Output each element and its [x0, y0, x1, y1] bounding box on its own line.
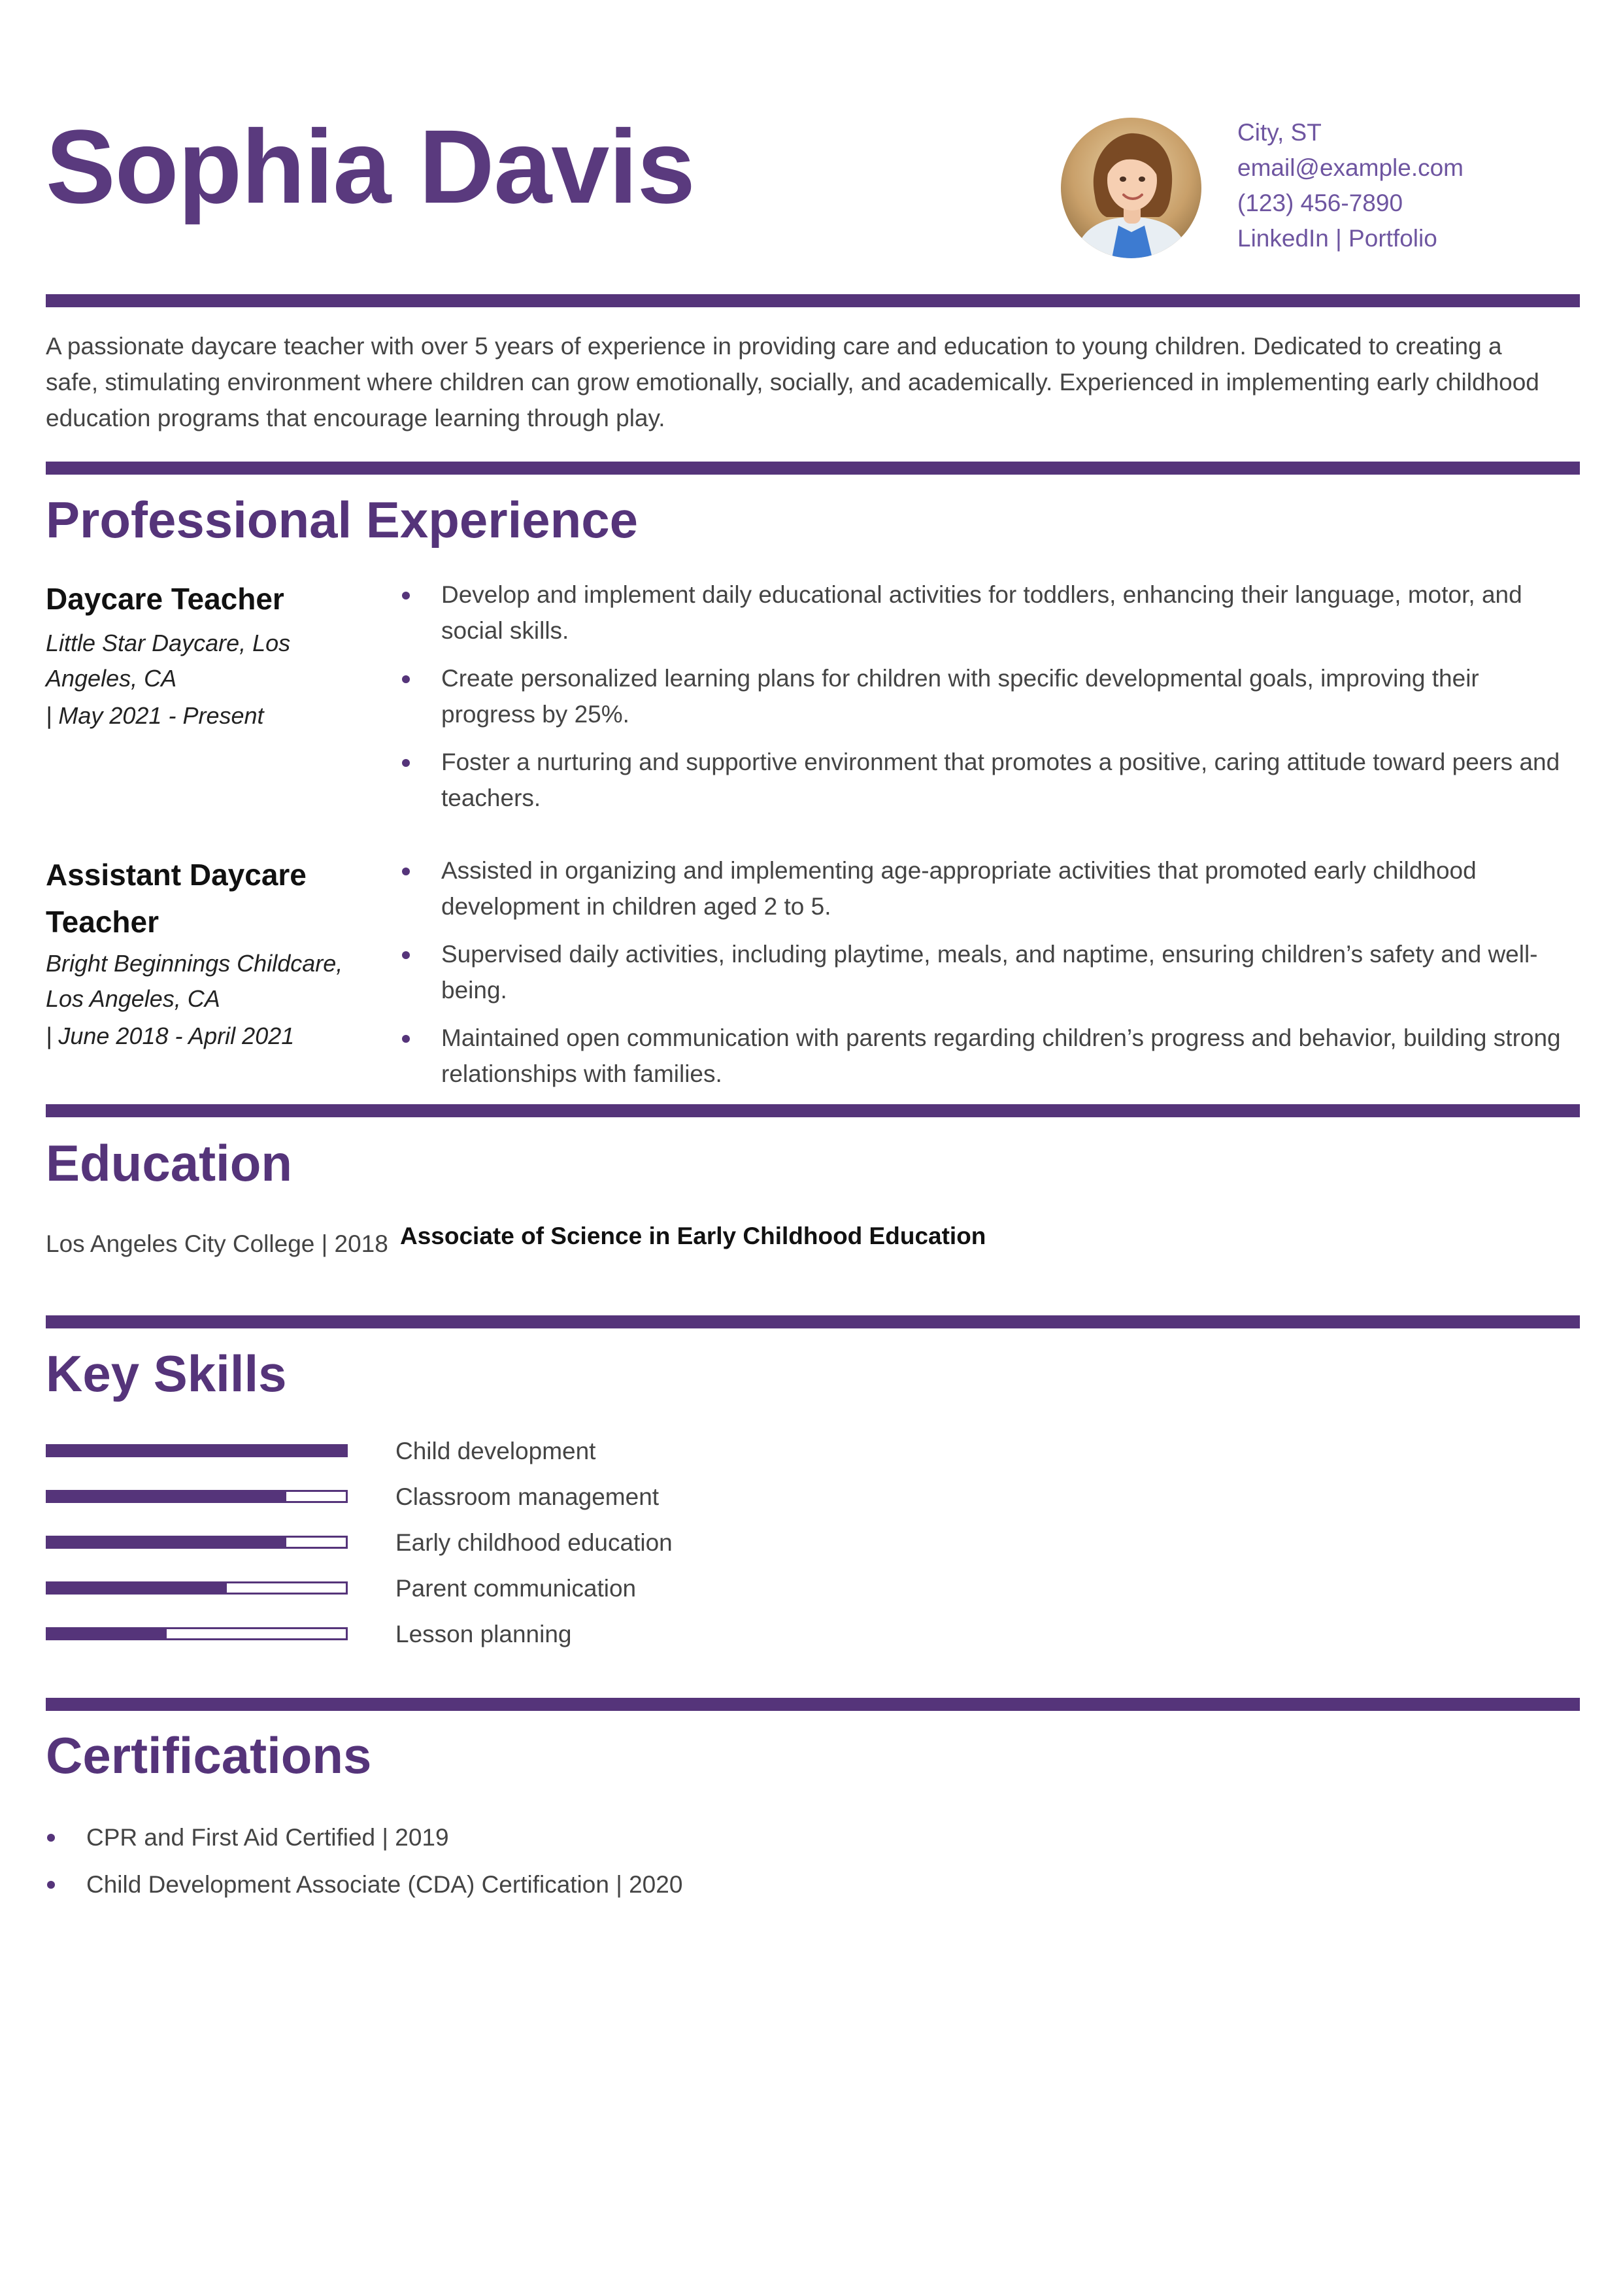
skill-label: Classroom management	[395, 1483, 660, 1510]
skill-level-fill	[48, 1492, 286, 1501]
education-school: Los Angeles City College | 2018	[46, 1230, 388, 1257]
bullet-icon	[402, 868, 410, 875]
job-company: Little Star Daycare, Los Angeles, CA	[46, 630, 291, 692]
skill-level-bar	[46, 1536, 348, 1549]
bullet-icon	[402, 759, 410, 767]
job-company: Bright Beginnings Childcare, Los Angeles…	[46, 950, 343, 1012]
skill-level-bar	[46, 1627, 348, 1640]
job-title: Daycare Teacher	[46, 582, 284, 616]
job-dates: | June 2018 - April 2021	[46, 1022, 295, 1049]
certification-item: CPR and First Aid Certified | 2019	[46, 1814, 682, 1861]
experience-divider	[46, 1104, 1580, 1117]
job-bullets: Develop and implement daily educational …	[395, 577, 1572, 816]
education-degree: Associate of Science in Early Childhood …	[400, 1223, 986, 1249]
skills-heading: Key Skills	[46, 1345, 287, 1402]
bullet-icon	[402, 592, 410, 599]
skill-row: Early childhood education	[46, 1525, 830, 1561]
skill-label: Early childhood education	[395, 1529, 673, 1556]
summary-text: A passionate daycare teacher with over 5…	[46, 333, 1539, 431]
profile-photo	[1061, 118, 1201, 258]
contact-email[interactable]: email@example.com	[1237, 154, 1464, 181]
job-bullet: Foster a nurturing and supportive enviro…	[395, 744, 1572, 816]
contact-links[interactable]: LinkedIn | Portfolio	[1237, 225, 1437, 252]
candidate-name: Sophia Davis	[46, 108, 695, 225]
education-heading: Education	[46, 1134, 293, 1192]
job-bullet: Create personalized learning plans for c…	[395, 660, 1572, 732]
experience-heading: Professional Experience	[46, 491, 639, 549]
bullet-icon	[47, 1881, 55, 1889]
skill-row: Classroom management	[46, 1479, 830, 1515]
certification-item: Child Development Associate (CDA) Certif…	[46, 1861, 682, 1908]
skill-label: Lesson planning	[395, 1621, 572, 1647]
education-divider	[46, 1315, 1580, 1328]
contact-phone[interactable]: (123) 456-7890	[1237, 190, 1403, 216]
skill-level-bar	[46, 1581, 348, 1595]
header-divider	[46, 294, 1580, 307]
bullet-icon	[402, 1035, 410, 1043]
certifications-list: CPR and First Aid Certified | 2019 Child…	[46, 1814, 682, 1908]
skill-level-fill	[48, 1446, 346, 1455]
bullet-icon	[47, 1834, 55, 1842]
skill-level-fill	[48, 1629, 167, 1638]
job-title: Assistant Daycare Teacher	[46, 858, 307, 939]
job-bullet: Maintained open communication with paren…	[395, 1020, 1572, 1092]
job-dates: | May 2021 - Present	[46, 702, 264, 729]
skill-level-bar	[46, 1490, 348, 1503]
job-bullet: Assisted in organizing and implementing …	[395, 853, 1572, 924]
skill-row: Child development	[46, 1434, 830, 1469]
skill-level-fill	[48, 1538, 286, 1547]
contact-location: City, ST	[1237, 119, 1322, 146]
skill-row: Parent communication	[46, 1571, 830, 1606]
bullet-icon	[402, 951, 410, 959]
job-bullets: Assisted in organizing and implementing …	[395, 853, 1572, 1092]
summary-divider	[46, 462, 1580, 475]
certifications-heading: Certifications	[46, 1727, 372, 1784]
contact-block: City, ST email@example.com (123) 456-789…	[1237, 115, 1464, 256]
skill-label: Child development	[395, 1438, 596, 1464]
job-bullet: Develop and implement daily educational …	[395, 577, 1572, 649]
job-bullet: Supervised daily activities, including p…	[395, 936, 1572, 1008]
skills-divider	[46, 1698, 1580, 1711]
bullet-icon	[402, 675, 410, 683]
skill-level-fill	[48, 1583, 227, 1593]
skill-label: Parent communication	[395, 1575, 637, 1602]
skill-level-bar	[46, 1444, 348, 1457]
skill-row: Lesson planning	[46, 1617, 830, 1652]
